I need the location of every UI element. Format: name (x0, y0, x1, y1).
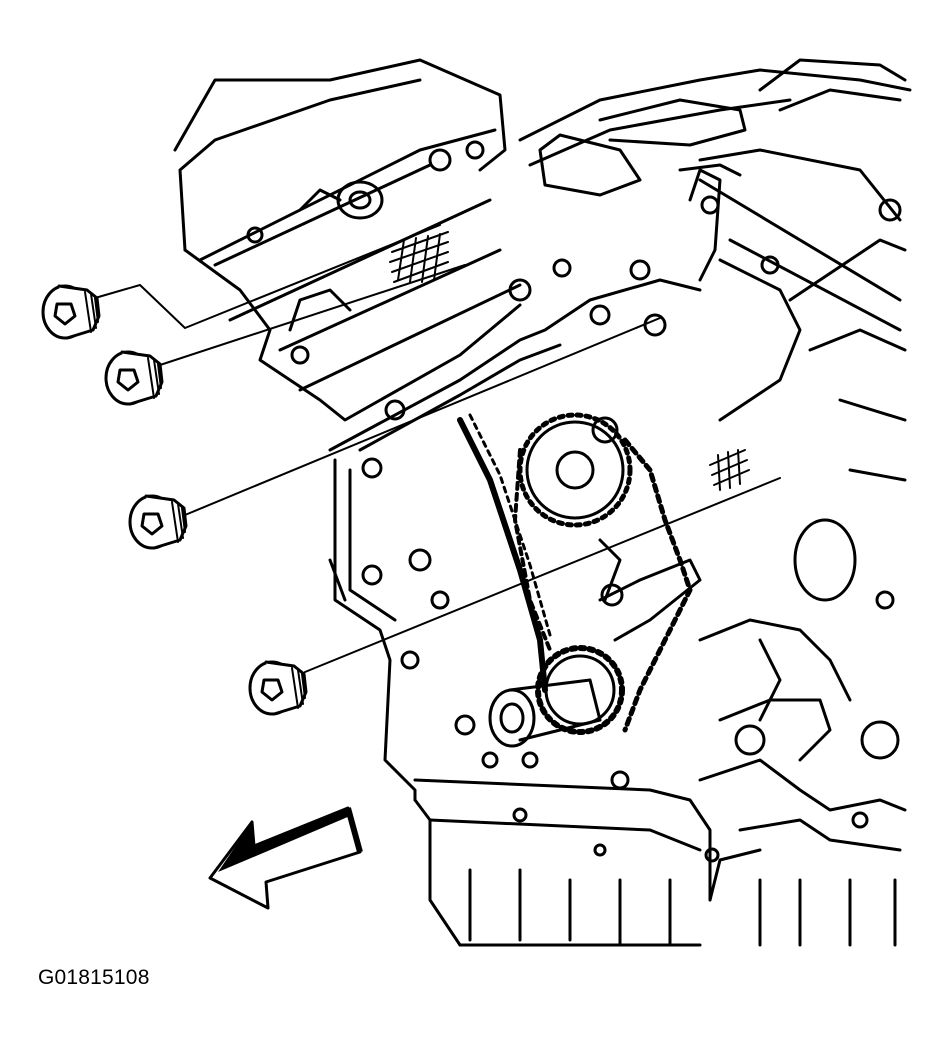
timing-chain (457, 412, 750, 748)
plug-4 (248, 660, 308, 716)
lower-block (698, 518, 907, 947)
front-of-engine-arrow (208, 806, 363, 910)
plug-3 (128, 494, 188, 550)
intake-manifold (518, 58, 912, 482)
plug-group (94, 224, 781, 673)
cylinder-head (173, 58, 522, 422)
plug-2 (104, 350, 164, 406)
front-cover (328, 258, 712, 947)
plug-1 (41, 284, 101, 340)
figure-id-label: G01815108 (38, 966, 150, 989)
